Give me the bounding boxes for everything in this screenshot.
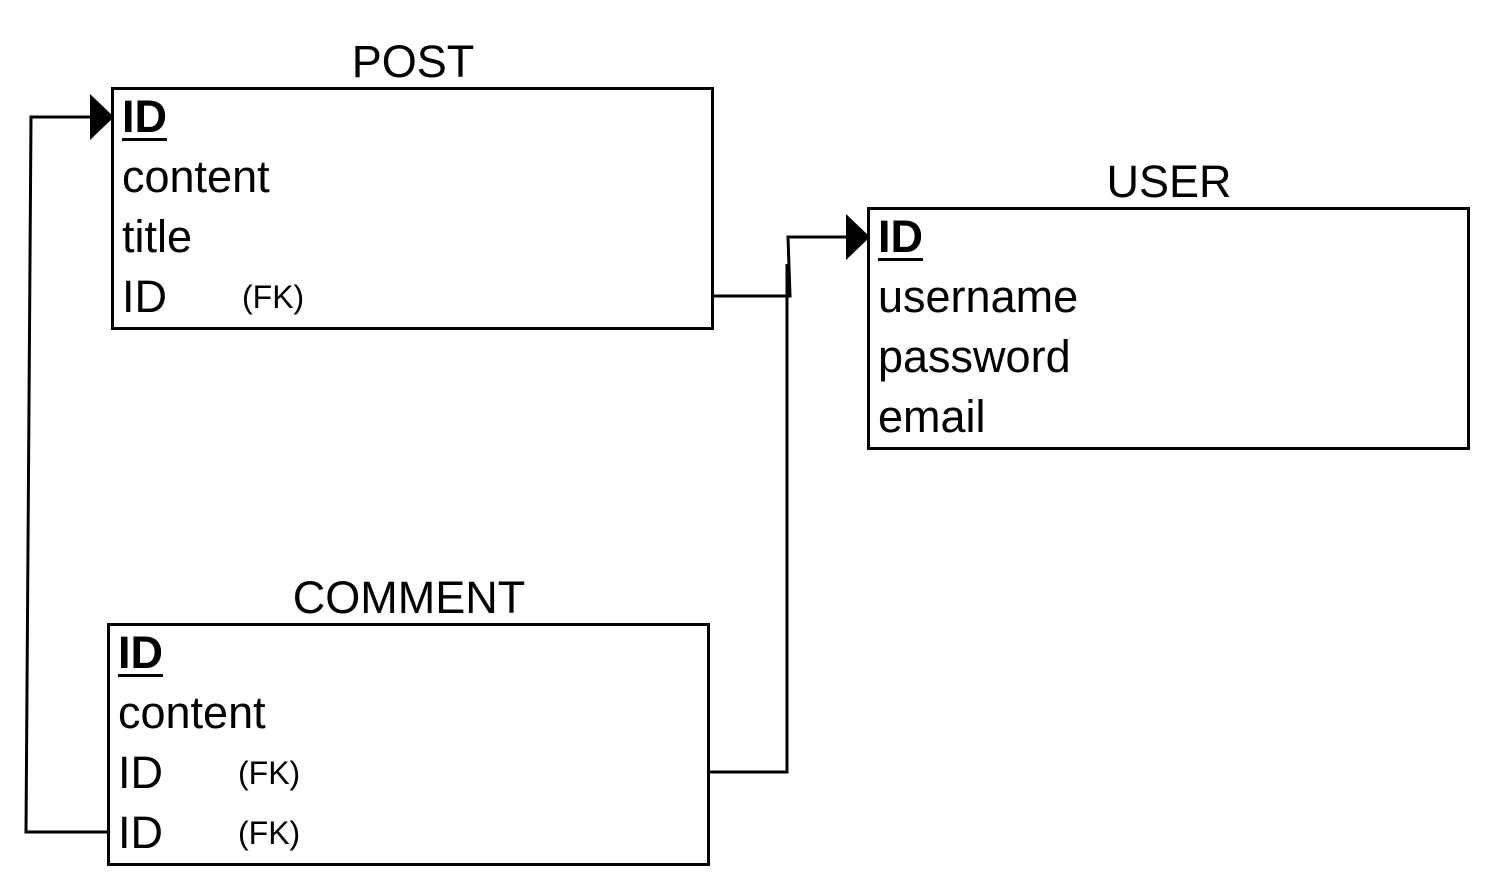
comment-field-content: content <box>118 687 266 738</box>
post-field-user-id: ID <box>122 271 167 322</box>
relation-post-user <box>713 235 850 298</box>
comment-field-post-id: ID <box>118 807 163 858</box>
arrowhead-user-id-icon <box>846 214 870 260</box>
user-field-id: ID <box>878 211 923 262</box>
relation-comment-post <box>24 115 109 834</box>
comment-fk-tag-post: (FK) <box>238 815 301 851</box>
comment-field-id: ID <box>118 627 163 678</box>
entity-title-post: POST <box>351 36 475 87</box>
post-field-title: title <box>122 211 193 262</box>
post-field-content: content <box>122 151 270 202</box>
comment-field-user-id: ID <box>118 747 163 798</box>
entity-post[interactable]: ID content title ID (FK) <box>111 87 714 330</box>
user-field-password: password <box>878 331 1071 382</box>
user-field-email: email <box>878 391 986 442</box>
comment-fk-tag-user: (FK) <box>238 755 301 791</box>
user-field-username: username <box>878 271 1079 322</box>
entity-title-comment: COMMENT <box>292 572 526 623</box>
entity-comment[interactable]: ID content ID (FK) ID (FK) <box>107 623 710 866</box>
post-fk-tag: (FK) <box>242 279 305 315</box>
post-field-id: ID <box>122 91 167 142</box>
arrowhead-post-id-icon <box>90 94 114 140</box>
entity-title-user: USER <box>1106 156 1232 207</box>
entity-user[interactable]: ID username password email <box>867 207 1470 450</box>
relation-comment-user <box>709 264 789 774</box>
